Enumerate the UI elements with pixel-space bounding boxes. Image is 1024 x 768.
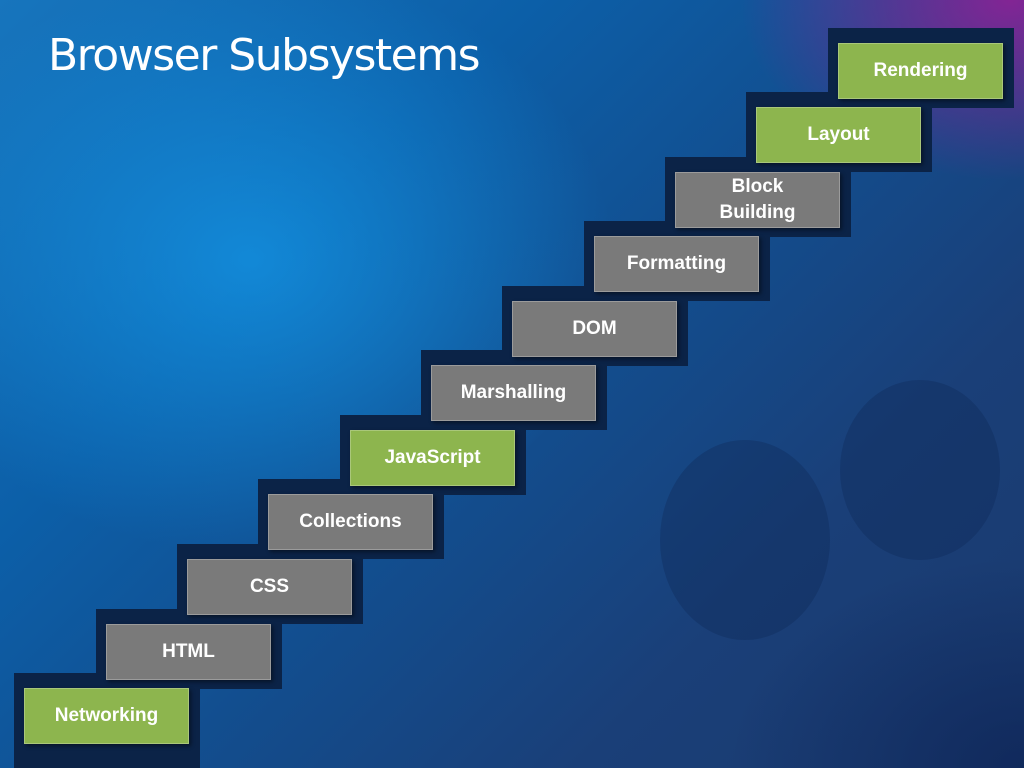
background-figure-left bbox=[660, 440, 830, 640]
step-formatting: Formatting bbox=[594, 236, 759, 292]
slide-title: Browser Subsystems bbox=[48, 30, 481, 81]
step-javascript: JavaScript bbox=[350, 430, 515, 486]
step-layout: Layout bbox=[756, 107, 921, 163]
step-block-building: Block Building bbox=[675, 172, 840, 228]
background-figure-right bbox=[840, 380, 1000, 560]
step-html: HTML bbox=[106, 624, 271, 680]
step-dom: DOM bbox=[512, 301, 677, 357]
step-networking: Networking bbox=[24, 688, 189, 744]
step-rendering: Rendering bbox=[838, 43, 1003, 99]
step-marshalling: Marshalling bbox=[431, 365, 596, 421]
step-css: CSS bbox=[187, 559, 352, 615]
step-collections: Collections bbox=[268, 494, 433, 550]
